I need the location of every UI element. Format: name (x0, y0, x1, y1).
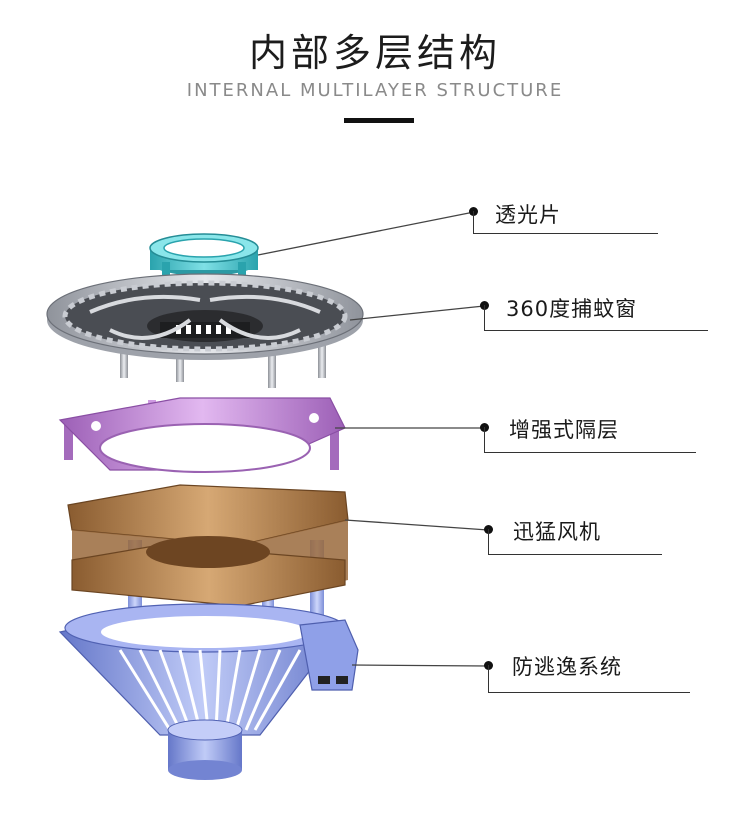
leader-line-fan (344, 519, 489, 531)
label-underline (484, 330, 708, 331)
fan-part (67, 484, 349, 630)
label-underline (488, 554, 662, 555)
label-mosquito-window: 360度捕蚊窗 (506, 297, 638, 321)
title-divider (344, 118, 414, 123)
label-underline (473, 233, 658, 234)
label-reinforced-layer: 增强式隔层 (509, 418, 619, 442)
leader-line-window (349, 305, 485, 321)
anti-escape-funnel-part (58, 603, 359, 780)
light-lens-part (149, 233, 259, 280)
label-underline (488, 692, 690, 693)
label-underline (484, 452, 696, 453)
label-light-lens: 透光片 (495, 203, 561, 227)
label-fan: 迅猛风机 (513, 520, 601, 544)
mosquito-window-part (46, 273, 364, 388)
reinforced-layer-part (58, 397, 346, 473)
page-title: 内部多层结构 (248, 31, 501, 75)
leader-line-funnel (351, 664, 489, 667)
label-anti-escape: 防逃逸系统 (512, 655, 622, 679)
page-subtitle: INTERNAL MULTILAYER STRUCTURE (186, 80, 564, 101)
leader-line-lens (257, 211, 475, 256)
